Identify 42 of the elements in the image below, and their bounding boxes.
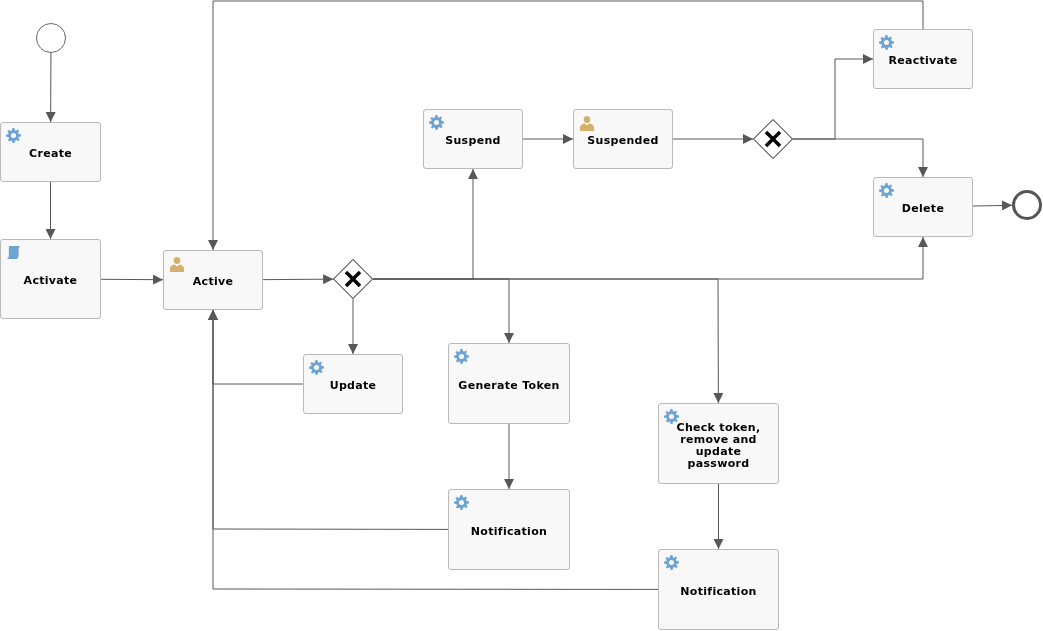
sequence-flow-arrow xyxy=(208,0,924,251)
task-label: Suspend xyxy=(445,135,501,147)
task-box xyxy=(658,549,779,630)
sequence-flow-arrow xyxy=(972,200,1013,211)
task-label: Active xyxy=(192,276,234,288)
task-box xyxy=(448,343,570,424)
task-label: Check token, remove and update password xyxy=(675,421,762,470)
sequence-flow-arrow xyxy=(100,274,164,285)
task-label: Generate Token xyxy=(458,379,560,392)
sequence-flow-arrow xyxy=(713,483,724,550)
task-label: Reactivate xyxy=(888,55,958,67)
sequence-flow-arrow xyxy=(372,278,724,404)
task-box xyxy=(573,109,673,169)
sequence-flow-arrow xyxy=(208,309,659,590)
task-label: Notification xyxy=(680,585,757,598)
task-label: Delete xyxy=(901,203,945,215)
task-box xyxy=(873,29,973,89)
sequence-flow-arrow xyxy=(672,134,754,144)
gateway-diamond xyxy=(753,119,793,159)
task-label: Create xyxy=(29,148,72,160)
task-label: Notification xyxy=(470,525,548,538)
end-event-circle xyxy=(1012,190,1042,220)
task-box xyxy=(163,250,263,310)
task-box xyxy=(423,109,523,169)
task-label: Update xyxy=(329,380,377,392)
start-event-circle xyxy=(36,23,66,53)
task-label: Activate xyxy=(23,275,78,287)
gateway-diamond xyxy=(333,259,373,299)
sequence-flow-arrow xyxy=(45,181,56,240)
sequence-flow-arrow xyxy=(522,134,574,144)
task-label: Suspended xyxy=(587,135,659,147)
sequence-flow-arrow xyxy=(262,274,334,285)
task-box xyxy=(873,177,973,237)
sequence-flow-arrow xyxy=(504,423,514,490)
sequence-flow-arrow xyxy=(45,52,56,123)
task-box xyxy=(658,403,779,484)
sequence-flow-arrow xyxy=(348,298,358,355)
task-box xyxy=(448,489,570,570)
sequence-flow-arrow xyxy=(792,138,928,178)
task-box xyxy=(0,239,101,319)
task-box xyxy=(0,122,101,182)
task-box xyxy=(303,354,403,414)
